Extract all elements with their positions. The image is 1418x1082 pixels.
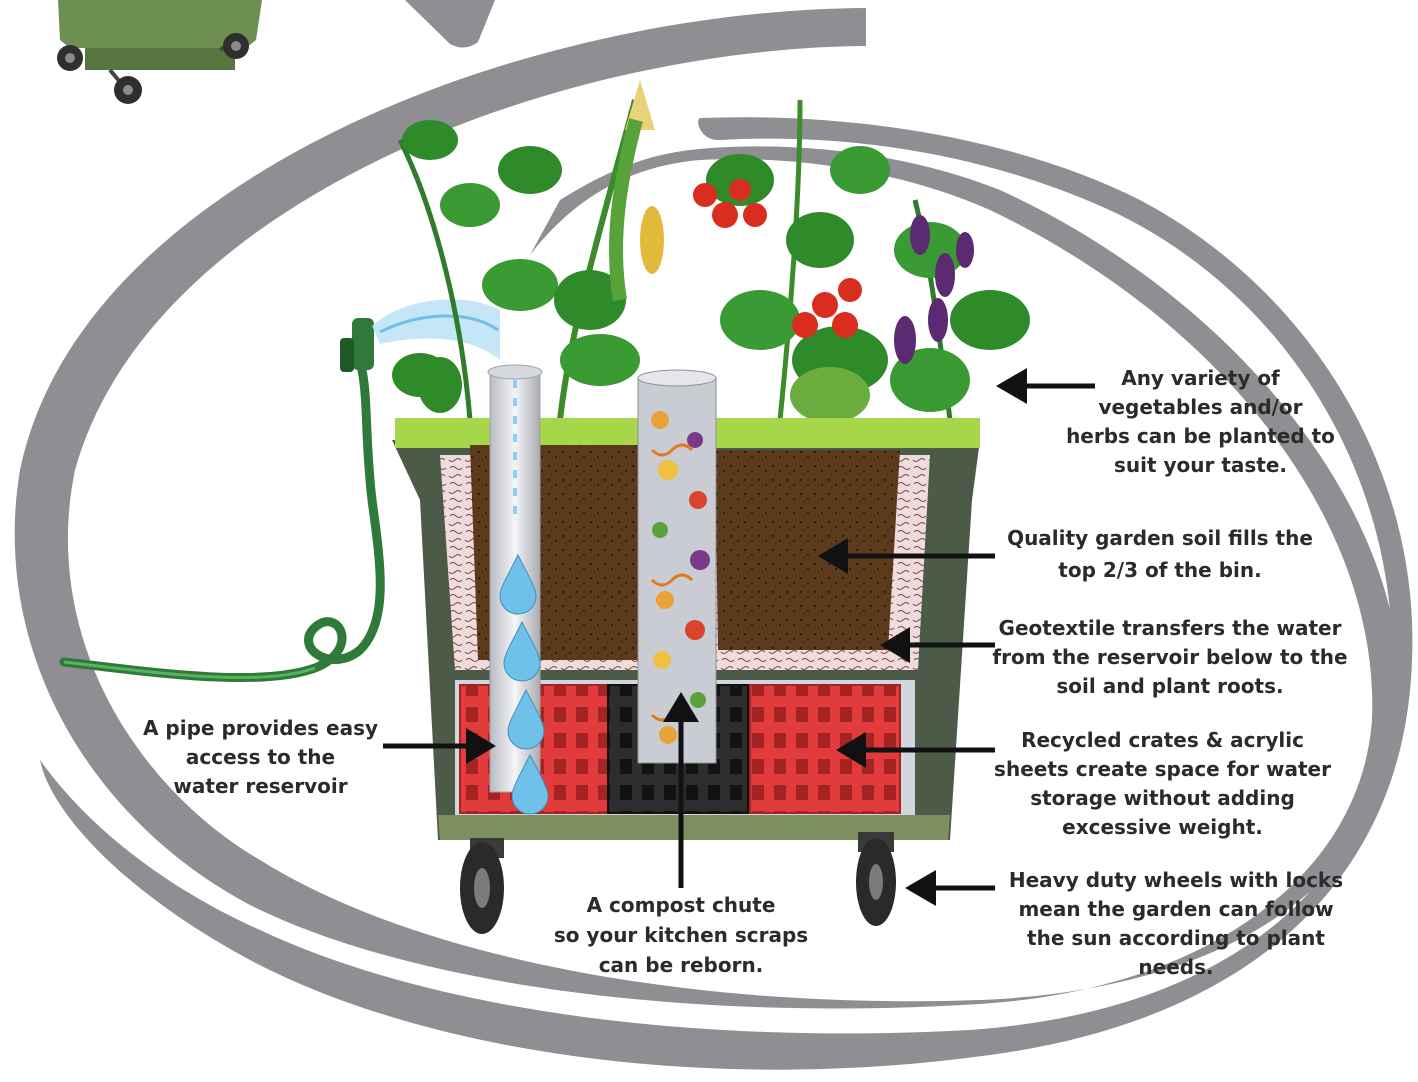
label-line: Recycled crates & acrylic xyxy=(980,726,1345,755)
label-line: Any variety of xyxy=(1058,364,1343,393)
label-line: top 2/3 of the bin. xyxy=(990,554,1330,586)
label-line: suit your taste. xyxy=(1058,451,1343,480)
soil-right xyxy=(715,450,900,650)
label-line: storage without adding xyxy=(980,784,1345,813)
label-line: Quality garden soil fills the xyxy=(990,522,1330,554)
label-line: sheets create space for water xyxy=(980,755,1345,784)
label-crates: Recycled crates & acrylic sheets create … xyxy=(980,726,1345,842)
label-soil: Quality garden soil fills the top 2/3 of… xyxy=(990,522,1330,586)
label-line: so your kitchen scraps xyxy=(540,920,822,950)
label-line: Geotextile transfers the water xyxy=(985,614,1355,643)
top-triangle-decor xyxy=(405,0,495,48)
label-line: can be reborn. xyxy=(540,950,822,980)
label-line: access to the xyxy=(128,743,393,772)
label-line: soil and plant roots. xyxy=(985,672,1355,701)
label-line: the sun according to plant xyxy=(1000,924,1352,953)
label-compost: A compost chute so your kitchen scraps c… xyxy=(540,890,822,980)
label-line: mean the garden can follow xyxy=(1000,895,1352,924)
label-vegetables: Any variety of vegetables and/or herbs c… xyxy=(1058,364,1343,480)
label-geotextile: Geotextile transfers the water from the … xyxy=(985,614,1355,701)
wheelie-bin-icon xyxy=(57,0,262,104)
label-pipe: A pipe provides easy access to the water… xyxy=(128,714,393,801)
label-line: A compost chute xyxy=(540,890,822,920)
label-line: water reservoir xyxy=(128,772,393,801)
label-line: A pipe provides easy xyxy=(128,714,393,743)
label-wheels: Heavy duty wheels with locks mean the ga… xyxy=(1000,866,1352,982)
label-line: excessive weight. xyxy=(980,813,1345,842)
label-line: herbs can be planted to xyxy=(1058,422,1343,451)
label-line: vegetables and/or xyxy=(1058,393,1343,422)
label-line: Heavy duty wheels with locks xyxy=(1000,866,1352,895)
label-line: needs. xyxy=(1000,953,1352,982)
label-line: from the reservoir below to the xyxy=(985,643,1355,672)
